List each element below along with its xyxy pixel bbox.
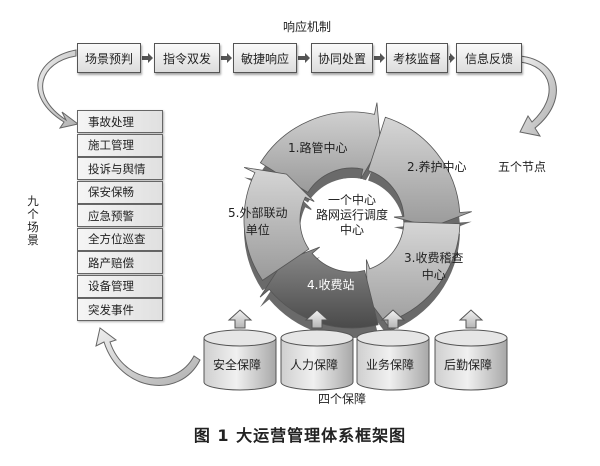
support-cylinders	[203, 329, 508, 391]
nine-scenarios-char: 场	[27, 220, 39, 234]
node-5-line: 5.外部联动	[228, 206, 288, 220]
nine-scenarios-char: 九	[27, 194, 39, 208]
support-up-arrow	[227, 309, 253, 329]
node-4-label: 4.收费站	[307, 276, 354, 293]
node-5-label: 5.外部联动 单位	[228, 204, 287, 238]
support-cylinder	[356, 337, 430, 391]
cycle-segment	[243, 166, 315, 281]
node-4-line: 4.收费站	[307, 278, 355, 292]
node-5-line: 单位	[245, 223, 270, 237]
response-step: 信息反馈	[456, 43, 522, 73]
cycle-segment	[367, 116, 472, 228]
response-step: 考核监督	[386, 43, 448, 73]
support-cylinder	[203, 337, 277, 391]
scenario-item: 突发事件	[77, 298, 163, 321]
center-hub	[310, 178, 394, 262]
support-cylinder	[280, 337, 354, 391]
curved-arrow-left-bottom	[95, 327, 201, 386]
scenario-item: 全方位巡查	[77, 227, 163, 251]
node-3-line: 中心	[421, 268, 446, 282]
support-up-arrow	[380, 309, 406, 329]
step-arrow	[221, 53, 232, 63]
nine-scenarios-label: 九 个 场 景	[26, 195, 40, 247]
node-2-line: 2.养护中心	[407, 160, 467, 174]
support-up-arrows	[227, 309, 484, 329]
response-step: 场景预判	[77, 43, 141, 73]
support-up-arrow	[458, 309, 484, 329]
step-arrow	[449, 53, 455, 63]
curved-arrow-right-top	[519, 55, 557, 137]
four-supports-label: 四个保障	[318, 392, 367, 406]
scenario-item: 事故处理	[77, 110, 163, 133]
support-label: 后勤保障	[444, 358, 493, 372]
five-nodes-label: 五个节点	[498, 160, 547, 174]
nine-scenarios-char: 个	[27, 207, 39, 221]
node-3-label: 3.收费稽查 中心	[404, 249, 463, 283]
step-arrows	[142, 53, 455, 63]
support-cylinder-top	[434, 329, 508, 347]
support-label: 人力保障	[290, 358, 339, 372]
support-cylinder-top	[203, 329, 277, 347]
response-step: 协同处置	[311, 43, 373, 73]
support-cylinder-top	[356, 329, 430, 347]
scenario-item: 路产赔偿	[77, 251, 163, 274]
response-step: 敏捷响应	[233, 43, 297, 73]
support-up-arrow	[304, 309, 330, 329]
support-cylinder-top	[280, 329, 354, 347]
support-cylinder	[434, 337, 508, 391]
node-3-line: 3.收费稽查	[404, 251, 464, 265]
figure-caption: 图 1 大运营管理体系框架图	[193, 426, 407, 445]
response-step: 指令双发	[154, 43, 220, 73]
cycle-segment	[259, 246, 379, 329]
center-line: 一个中心	[327, 193, 376, 207]
node-1-label: 1.路管中心	[288, 139, 347, 156]
center-line: 中心	[339, 223, 364, 237]
support-label: 安全保障	[213, 358, 262, 372]
curved-arrow-left-top	[37, 49, 80, 129]
cycle-segment	[259, 102, 382, 193]
step-arrow	[142, 53, 153, 63]
node-1-line: 1.路管中心	[288, 141, 348, 155]
scenario-item: 应急预警	[77, 204, 163, 227]
step-arrow	[298, 53, 310, 63]
node-2-label: 2.养护中心	[407, 158, 466, 175]
center-label: 一个中心 路网运行调度 中心	[310, 193, 394, 238]
step-arrow	[374, 53, 385, 63]
scenario-item: 设备管理	[77, 274, 163, 298]
center-line: 路网运行调度	[315, 208, 388, 222]
support-label: 业务保障	[366, 358, 415, 372]
scenario-item: 投诉与舆情	[77, 157, 163, 180]
nine-scenarios-char: 景	[27, 233, 39, 247]
scenario-item: 施工管理	[77, 133, 163, 157]
response-mechanism-label: 响应机制	[283, 20, 332, 34]
scenario-item: 保安保畅	[77, 180, 163, 204]
